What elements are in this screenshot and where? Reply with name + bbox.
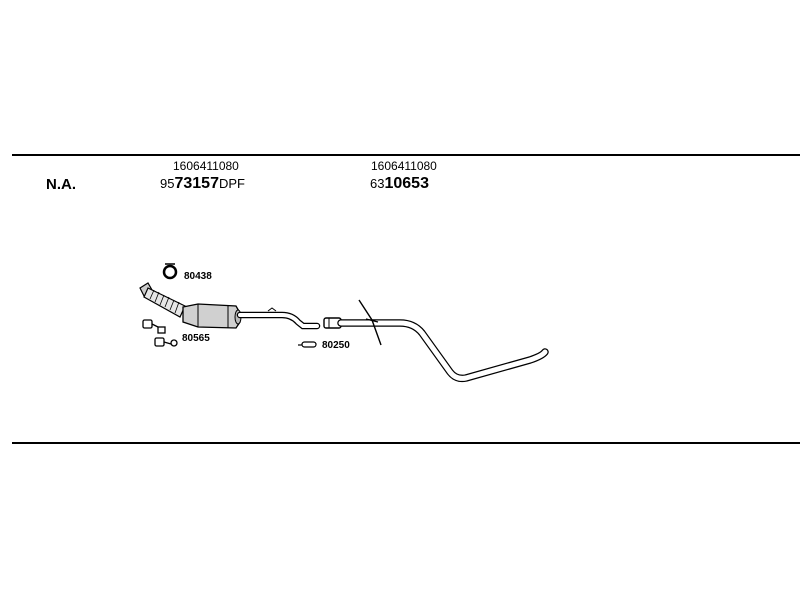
rear-tailpipe	[323, 299, 549, 383]
part-number-80250: 80250	[322, 340, 350, 351]
part-number-front: 9573157DPF	[160, 175, 245, 192]
bottom-divider-line	[12, 442, 800, 444]
variant-label: N.A.	[46, 176, 76, 193]
part-number-rear: 6310653	[370, 175, 429, 192]
oe-number-rear: 1606411080	[371, 159, 437, 173]
hanger-clip-icon	[298, 341, 317, 348]
front-pipe-dpf-assembly	[139, 282, 321, 330]
oe-number-front: 1606411080	[173, 159, 239, 173]
part-number-80438: 80438	[184, 271, 212, 282]
bolt-set-icon	[142, 319, 178, 347]
top-divider-line	[12, 154, 800, 156]
part-number-80565: 80565	[182, 333, 210, 344]
clamp-ring-icon	[162, 263, 178, 280]
